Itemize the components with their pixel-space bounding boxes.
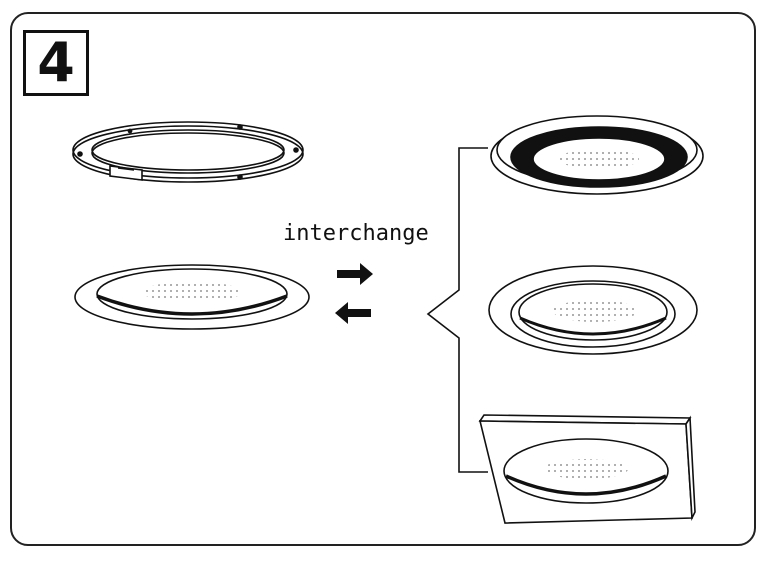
interchange-label: interchange (283, 221, 429, 246)
option-black-trim-light (490, 115, 704, 195)
options-bracket (426, 147, 488, 473)
arrow-left-icon (335, 302, 371, 324)
light-panel (74, 264, 310, 330)
mounting-ring (72, 121, 304, 183)
interchange-arrows (335, 263, 373, 324)
option-double-ring-light (488, 265, 698, 355)
step-number-badge: 4 (23, 30, 89, 96)
arrow-right-icon (337, 263, 373, 285)
option-square-plate-light (478, 414, 696, 524)
